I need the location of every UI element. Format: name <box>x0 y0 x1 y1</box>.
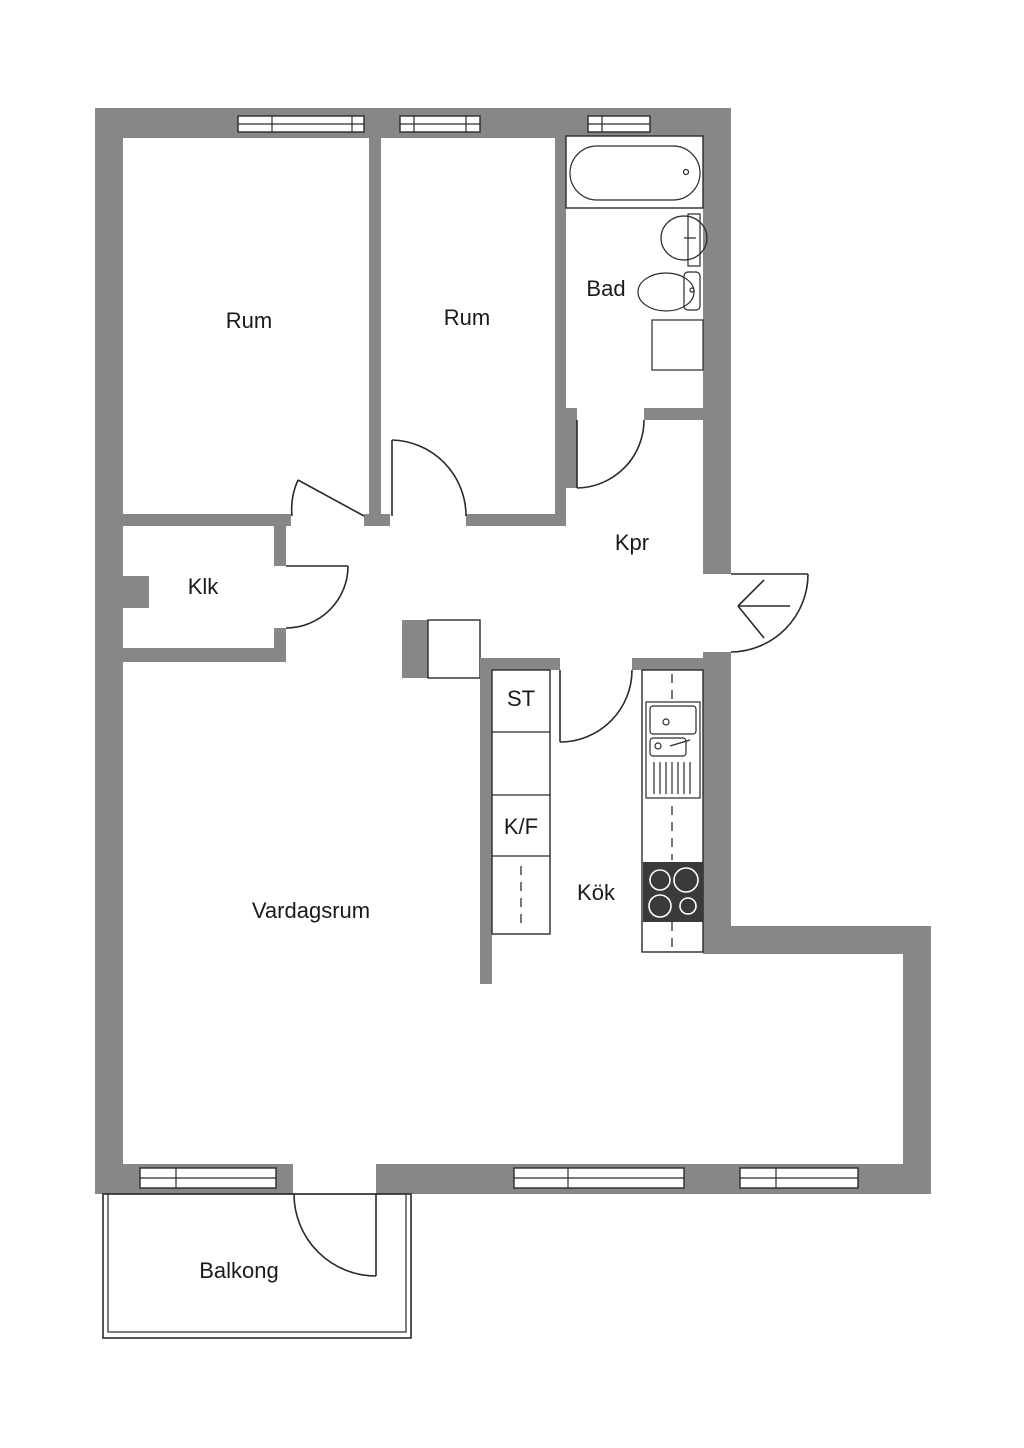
windows <box>139 115 859 1189</box>
window-living-3 <box>739 1167 859 1189</box>
label-st: ST <box>507 686 535 711</box>
outer-walls <box>95 108 931 1194</box>
window-bad <box>587 115 651 133</box>
kitchen-fixtures <box>491 669 704 953</box>
window-living-1 <box>139 1167 277 1189</box>
door-rum1 <box>290 479 365 517</box>
label-kf: K/F <box>504 814 538 839</box>
window-living-2 <box>513 1167 685 1189</box>
window-rum2 <box>399 115 481 133</box>
label-klk: Klk <box>188 574 220 599</box>
bathroom-fixtures <box>565 135 708 371</box>
label-balkong: Balkong <box>199 1258 279 1283</box>
window-rum1 <box>237 115 365 133</box>
label-kpr: Kpr <box>615 530 649 555</box>
label-rum1: Rum <box>226 308 272 333</box>
sink-icon <box>660 213 708 267</box>
label-bad: Bad <box>586 276 625 301</box>
interior-walls <box>123 136 703 984</box>
doors <box>285 419 809 1277</box>
door-bad <box>576 419 645 489</box>
door-kitchen <box>559 669 633 743</box>
label-kok: Kök <box>577 880 616 905</box>
door-balcony <box>293 1193 377 1277</box>
door-klk <box>285 565 349 629</box>
kitchen-sink-icon <box>645 701 701 799</box>
stove-icon <box>643 862 703 922</box>
label-rum2: Rum <box>444 305 490 330</box>
door-rum2 <box>391 439 467 517</box>
door-entrance <box>730 573 809 653</box>
label-vardagsrum: Vardagsrum <box>252 898 370 923</box>
toilet-icon <box>637 271 701 312</box>
balcony <box>102 1193 412 1339</box>
